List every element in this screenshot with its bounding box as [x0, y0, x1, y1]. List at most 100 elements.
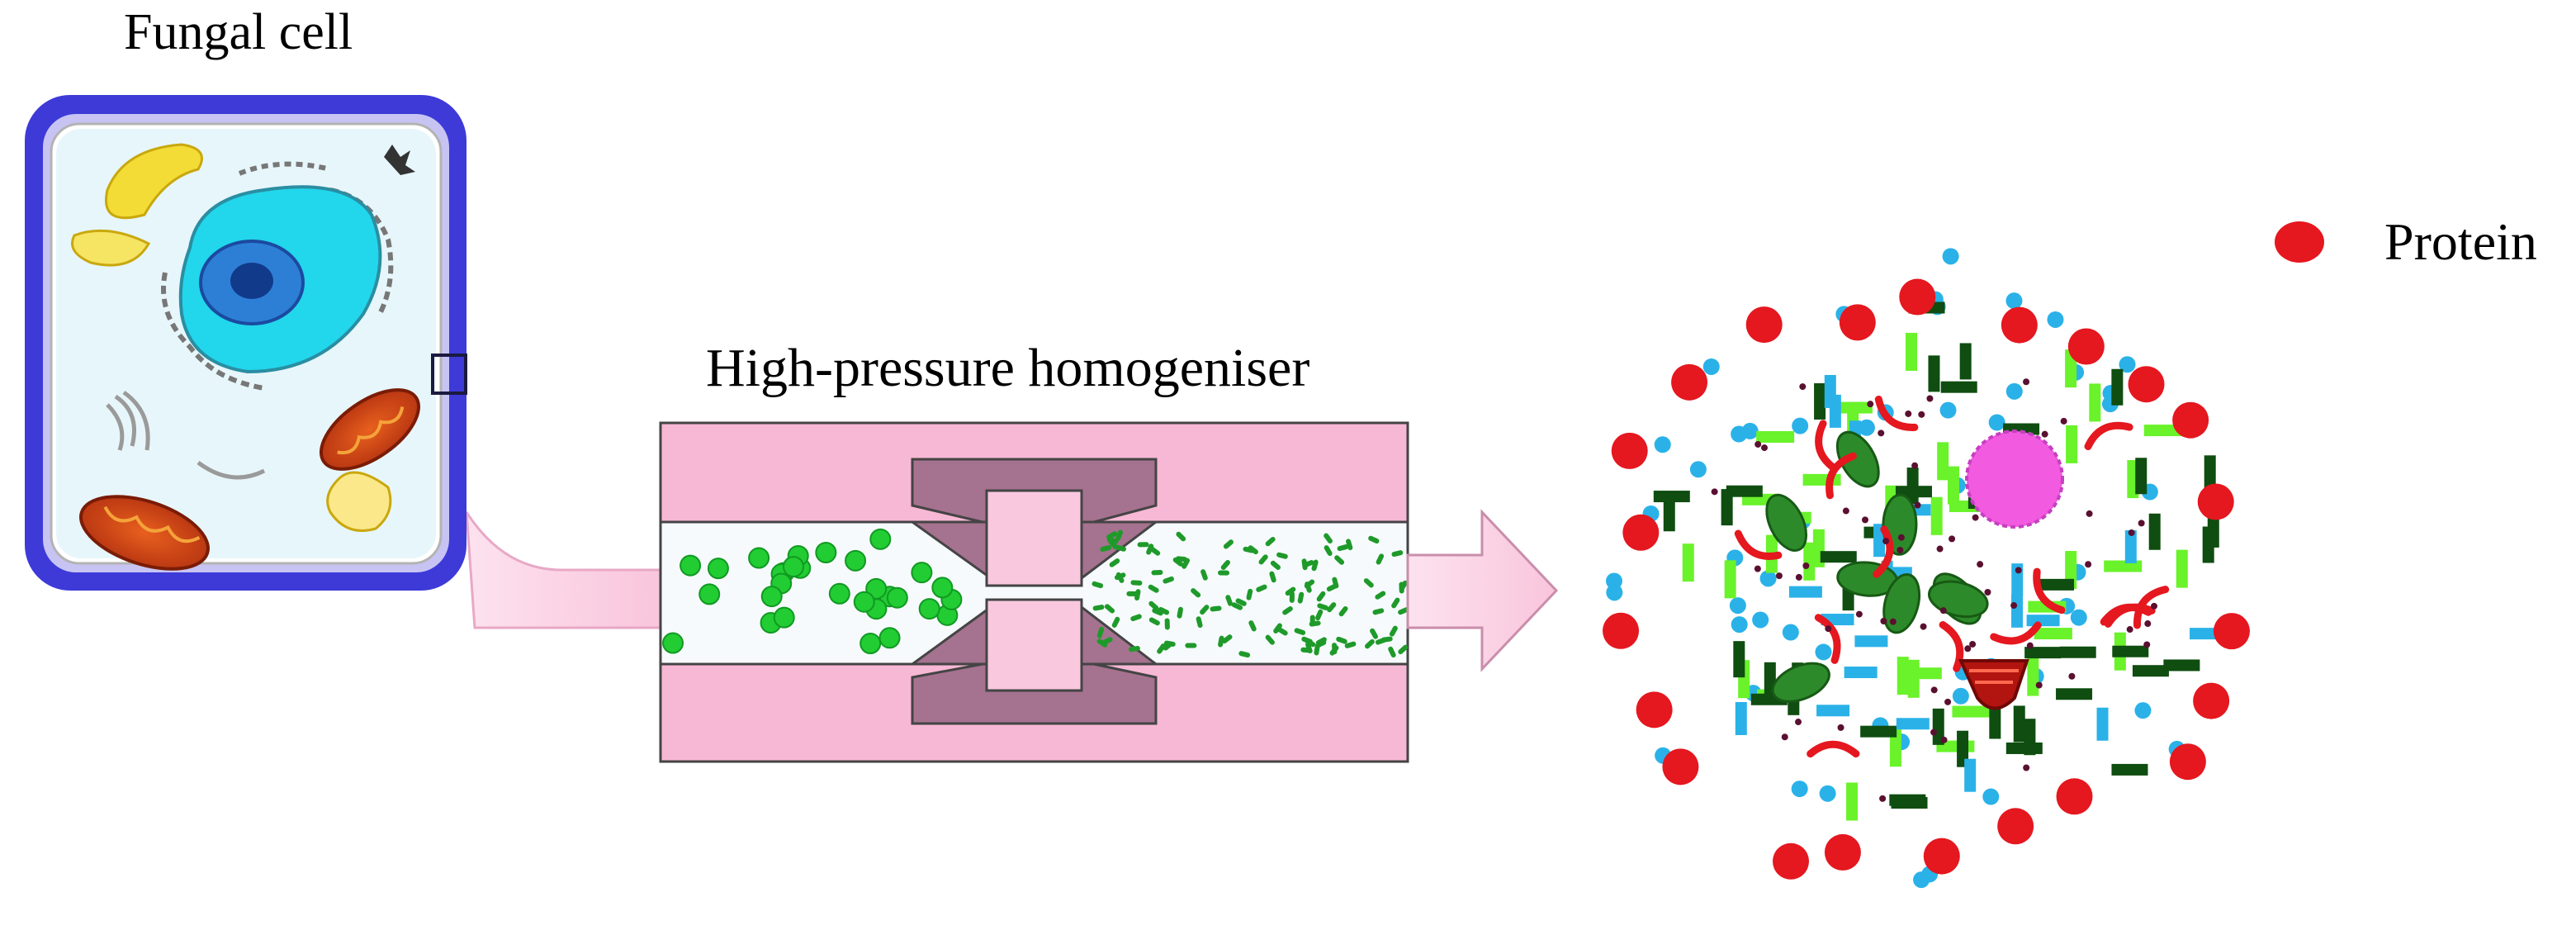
debris-darkgreen	[1940, 381, 1977, 393]
debris-blue-bar	[1844, 667, 1878, 679]
small-debris	[1880, 618, 1887, 625]
intact-cell	[783, 556, 805, 578]
debris-darkgreen	[1895, 486, 1932, 498]
protein-dot-icon	[2275, 221, 2324, 263]
cell-fragment	[1218, 635, 1224, 648]
debris-lime	[1896, 657, 1909, 695]
cell-fragment	[1297, 591, 1305, 604]
cell-fragment	[1146, 543, 1154, 555]
cell-fragment	[1158, 606, 1170, 615]
debris-lime	[2027, 657, 2039, 696]
debris-lime	[1724, 560, 1736, 599]
debris-blue-bar	[2124, 529, 2137, 563]
debris-dot	[2047, 311, 2064, 328]
debris-darkgreen	[1653, 491, 1690, 503]
debris-darkgreen	[2013, 705, 2025, 743]
debris-dot	[2070, 609, 2087, 626]
debris-lime	[1889, 729, 1901, 767]
small-debris	[1867, 401, 1874, 408]
debris-darkgreen	[2059, 646, 2096, 658]
cell-fragment	[1181, 558, 1191, 569]
intact-cell	[853, 591, 875, 613]
cell-fragment	[1220, 559, 1230, 571]
membrane-fragment	[1990, 621, 2042, 645]
protein-dot	[1745, 306, 1783, 344]
intact-cell	[845, 549, 867, 572]
homogeniser-title: High-pressure homogeniser	[706, 338, 1310, 398]
debris-organelle	[1882, 573, 1921, 634]
debris-darkgreen	[1733, 641, 1745, 678]
cell-fragment	[1317, 603, 1328, 610]
debris-darkgreen	[1889, 794, 1926, 806]
cell-fragment	[1223, 539, 1234, 549]
cell-fragment	[1316, 591, 1326, 602]
cell-fragment	[1324, 545, 1333, 557]
debris-darkgreen	[2135, 458, 2147, 495]
debris-lime	[2066, 425, 2078, 463]
outlet-arrow-icon	[1406, 509, 1559, 672]
debris-dot	[1689, 461, 1707, 478]
debris-darkgreen	[2148, 513, 2161, 550]
protein-dot	[2067, 328, 2105, 365]
cell-fragment	[1380, 636, 1393, 643]
small-debris	[2126, 626, 2133, 634]
debris-dot	[2134, 702, 2152, 719]
cell-fragment	[1148, 584, 1159, 593]
intact-cell	[760, 586, 783, 608]
debris-blue-bar	[1896, 718, 1930, 730]
small-debris	[1761, 444, 1769, 452]
debris-dot	[1782, 624, 1799, 641]
intact-cell	[707, 558, 729, 580]
small-debris	[1842, 507, 1849, 515]
cell-fragment	[1336, 636, 1347, 644]
debris-darkgreen	[2112, 645, 2149, 657]
debris-organelle	[1835, 430, 1880, 488]
protein-dot	[1671, 363, 1708, 401]
membrane-fragment	[2084, 421, 2133, 450]
debris-dot	[1791, 781, 1808, 798]
debris-lime	[1906, 332, 1918, 371]
debris-organelle	[1765, 493, 1808, 552]
cell-fragment	[1238, 651, 1251, 658]
cell-fragment	[1231, 602, 1243, 610]
cell-fragment	[1276, 627, 1288, 636]
small-debris	[1972, 514, 1979, 521]
debris-lime	[2034, 628, 2072, 640]
cell-fragment	[1265, 536, 1276, 547]
membrane-fragment	[1874, 395, 1919, 431]
cell-fragment	[1344, 641, 1357, 648]
debris-lime	[1803, 542, 1816, 581]
debris-lime	[2176, 549, 2188, 588]
small-debris	[1911, 462, 1919, 469]
debris-lime	[1834, 401, 1873, 414]
small-debris	[1775, 572, 1783, 580]
debris-darkgreen	[2202, 526, 2214, 563]
small-debris	[1781, 733, 1788, 741]
membrane-fragment	[1873, 525, 1894, 578]
cell-fragment	[1163, 640, 1176, 647]
cell-fragment	[1130, 614, 1142, 622]
debris-dot	[2005, 382, 2023, 400]
small-debris	[2151, 602, 2158, 610]
small-debris	[2015, 567, 2022, 574]
cell-fragment	[1243, 546, 1255, 553]
cell-fragment	[1256, 584, 1267, 592]
intact-cell	[773, 606, 795, 629]
cell-fragment	[1152, 608, 1163, 616]
intact-cell	[815, 542, 837, 564]
debris-darkgreen	[2111, 763, 2148, 776]
lysate-icon	[1603, 248, 2250, 889]
intact-cell	[878, 627, 901, 649]
membrane-fragment	[1734, 529, 1783, 560]
debris-darkgreen	[1721, 489, 1733, 526]
protein-dot	[2056, 778, 2093, 815]
small-debris	[1918, 411, 1925, 418]
debris-dot	[1606, 584, 1623, 601]
debris-blue-bar	[1854, 635, 1888, 648]
small-debris	[1711, 488, 1718, 496]
debris-darkgreen	[1959, 343, 1972, 380]
cell-fragment	[1282, 606, 1293, 615]
cell-fragment	[1137, 542, 1149, 548]
small-debris	[2026, 642, 2034, 649]
protein-dot	[1997, 808, 2034, 845]
